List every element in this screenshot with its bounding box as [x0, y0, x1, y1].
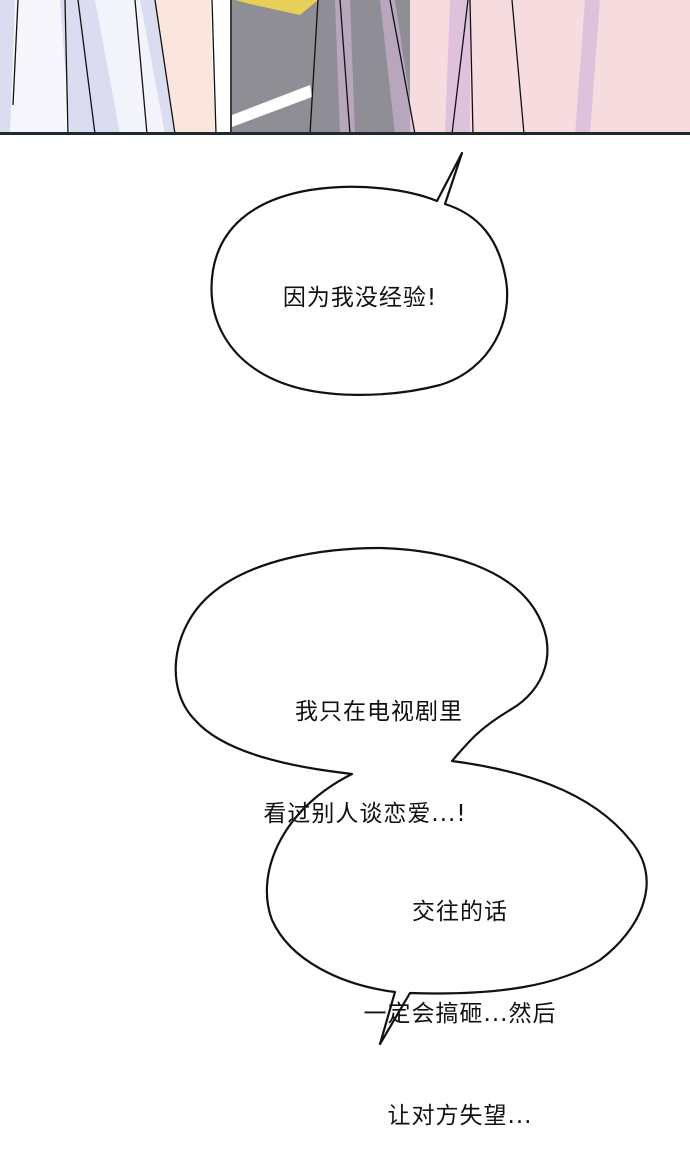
comic-panel-top: [0, 0, 690, 134]
panel-artwork: [0, 0, 690, 134]
speech-bubble-1-text: 因为我没经验!: [282, 285, 438, 311]
speech-bubble-3-text: 交往的话 一定会搞砸...然后 让对方失望...: [310, 827, 610, 1167]
panel-border: [0, 132, 690, 135]
speech-bubble-2-3-outline: [174, 546, 648, 1046]
speech-bubble-2-text: 我只在电视剧里 看过别人谈恋爱...!: [215, 627, 515, 865]
speech-bubbles-layer: [174, 151, 648, 1046]
speech-bubble-3-line-1: 交往的话: [412, 899, 508, 925]
speech-bubble-2-line-2: 看过别人谈恋爱...!: [263, 801, 467, 827]
speech-bubble-1-outline: [210, 151, 509, 396]
speech-bubble-3-line-2: 一定会搞砸...然后: [363, 1001, 557, 1027]
speech-bubble-2-line-1: 我只在电视剧里: [295, 699, 463, 725]
speech-bubble-3-line-3: 让对方失望...: [387, 1103, 533, 1129]
